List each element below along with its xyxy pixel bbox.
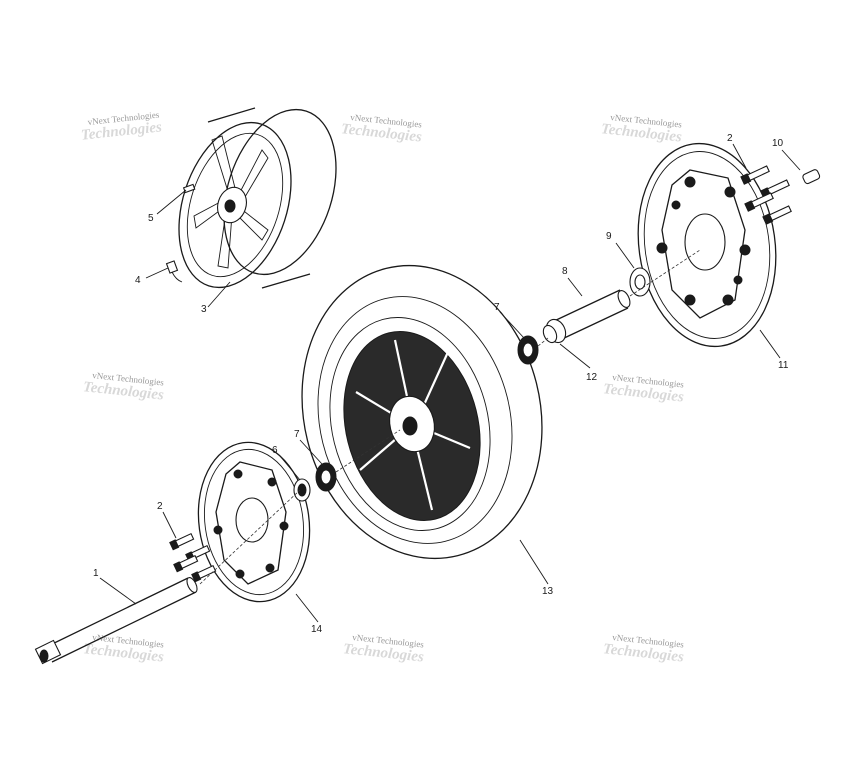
collar-part-12	[542, 318, 567, 344]
brake-disc-part-14	[197, 441, 311, 603]
callout-12: 12	[586, 372, 598, 383]
callout-9: 9	[606, 231, 612, 242]
callout-7-lower: 7	[294, 429, 300, 440]
seal-part-6	[293, 478, 311, 502]
callout-13: 13	[542, 586, 554, 597]
watermark-9: Technologies vNext Technologies	[602, 632, 685, 666]
bolts-part-2-left	[169, 532, 217, 583]
axle-part-1	[34, 577, 198, 665]
watermark-8: Technologies vNext Technologies	[342, 632, 425, 666]
watermark-3: Technologies vNext Technologies	[600, 112, 683, 146]
callout-2-right: 2	[727, 133, 733, 144]
bearing-part-9	[629, 267, 651, 297]
callout-7-upper: 7	[494, 302, 500, 313]
callout-2-left: 2	[157, 501, 163, 512]
watermark-7: Technologies vNext Technologies	[82, 632, 165, 666]
assembly-lines	[199, 249, 701, 585]
bolt-part-10	[802, 169, 821, 185]
valve-part-4	[165, 260, 183, 283]
watermark-2: Technologies vNext Technologies	[340, 112, 423, 146]
bearing-part-7-lower	[315, 462, 337, 492]
tyre-wheel-part-13	[301, 264, 543, 560]
callout-4: 4	[135, 275, 141, 286]
spacer-part-8	[551, 289, 631, 341]
watermark-6: Technologies vNext Technologies	[602, 372, 685, 406]
callouts: 1 2 2 3 4 5 6 7 7 8 9 10 11 12 13 14	[93, 133, 789, 635]
callout-5: 5	[148, 213, 154, 224]
bearing-part-7-upper	[517, 335, 539, 365]
callout-1: 1	[93, 568, 99, 579]
leader-lines	[99, 143, 801, 623]
callout-6: 6	[272, 445, 278, 456]
rim-part-3	[178, 107, 337, 289]
bolts-part-2-right	[740, 165, 792, 225]
callout-10: 10	[772, 138, 784, 149]
callout-11: 11	[778, 360, 789, 371]
callout-14: 14	[311, 624, 323, 635]
watermark-4: Technologies vNext Technologies	[82, 370, 165, 404]
callout-8: 8	[562, 266, 568, 277]
watermark-1: Technologies vNext Technologies	[80, 109, 163, 143]
brake-disc-part-11	[637, 142, 777, 348]
callout-3: 3	[201, 304, 207, 315]
